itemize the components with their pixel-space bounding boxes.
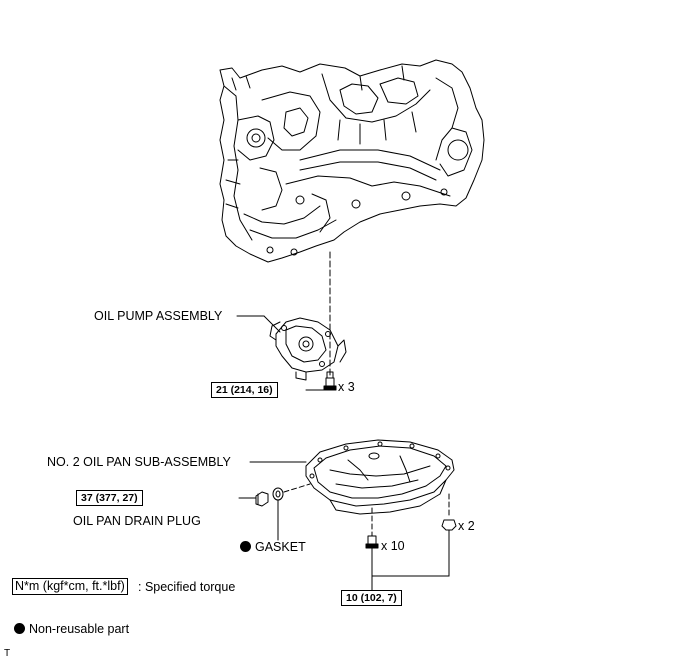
engine-block-drawing bbox=[219, 59, 485, 263]
pump-bolt-torque-box: 21 (214, 16) bbox=[211, 382, 278, 398]
drain-plug-torque-box: 37 (377, 27) bbox=[76, 490, 143, 506]
legend-non-reusable: Non-reusable part bbox=[14, 622, 129, 636]
pump-bolt-quantity: x 3 bbox=[338, 380, 355, 394]
pump-bolt-icon bbox=[323, 371, 337, 391]
pan-bolt-torque-box: 10 (102, 7) bbox=[341, 590, 402, 606]
drain-plug-icon bbox=[255, 491, 269, 507]
drain-plug-label: OIL PAN DRAIN PLUG bbox=[73, 514, 201, 528]
non-reusable-dot-icon bbox=[240, 541, 251, 552]
oil-pan-label: NO. 2 OIL PAN SUB-ASSEMBLY bbox=[47, 455, 231, 469]
oil-pump-label: OIL PUMP ASSEMBLY bbox=[94, 309, 223, 323]
oil-pump-drawing bbox=[269, 317, 347, 381]
alignment-line-drain bbox=[283, 483, 311, 493]
pan-torque-bracket bbox=[371, 529, 450, 591]
pan-bolt-quantity: x 10 bbox=[381, 539, 405, 553]
pan-nut-icon bbox=[441, 519, 457, 531]
non-reusable-legend-dot-icon bbox=[14, 623, 25, 634]
legend-non-reusable-text: Non-reusable part bbox=[29, 622, 130, 636]
legend-torque-description: : Specified torque bbox=[138, 580, 236, 594]
gasket-label: GASKET bbox=[240, 540, 306, 554]
corner-mark: T bbox=[4, 648, 11, 659]
legend-torque-unit-box: N*m (kgf*cm, ft.*lbf) bbox=[12, 578, 128, 595]
oil-pump-leader-diag bbox=[263, 315, 281, 333]
oil-pan-drawing bbox=[305, 439, 455, 515]
pan-nut-quantity: x 2 bbox=[458, 519, 475, 533]
gasket-label-text: GASKET bbox=[255, 540, 306, 554]
pan-bolt-icon bbox=[365, 535, 379, 549]
gasket-icon bbox=[272, 487, 284, 501]
